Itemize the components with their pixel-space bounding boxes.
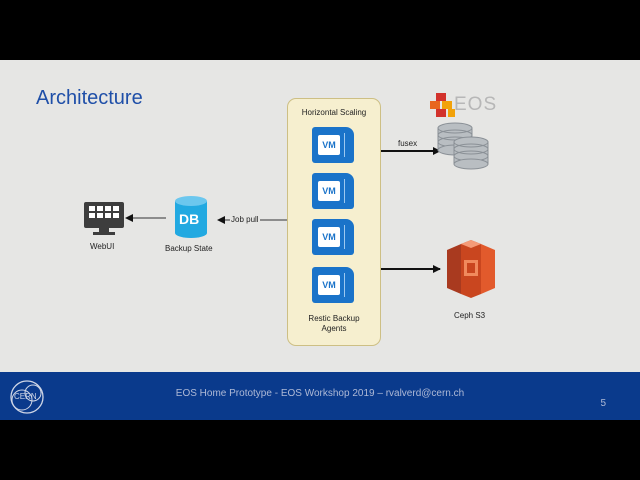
db-icon-text: DB: [179, 211, 200, 227]
page-number: 5: [600, 398, 606, 409]
restic-agents-label: Restic Backup Agents: [308, 314, 360, 333]
letterbox-bottom: [0, 420, 640, 480]
slide-title: Architecture: [36, 87, 143, 109]
s3-bucket-icon: [447, 240, 495, 298]
cern-logo-text: CERN: [14, 392, 37, 401]
ceph-s3-label: Ceph S3: [454, 311, 486, 320]
vm-icon: VM: [312, 267, 354, 303]
slide-footer: CERN EOS Home Prototype - EOS Workshop 2…: [0, 372, 640, 420]
slide: Architecture WebUI: [0, 60, 640, 420]
webui-node: WebUI: [80, 200, 128, 260]
vm-icon: VM: [312, 127, 354, 163]
storage-cluster-icon: [437, 122, 489, 170]
job-pull-label: Job pull: [230, 215, 260, 224]
monitor-icon: [84, 202, 124, 235]
eos-logo: EOS: [428, 90, 508, 120]
backup-state-label: Backup State: [165, 244, 213, 253]
vm-icon: VM: [312, 173, 354, 209]
vm-icon: VM: [312, 219, 354, 255]
horizontal-scaling-panel: Horizontal Scaling VM VM VM VM Restic Ba…: [287, 98, 381, 346]
webui-label: WebUI: [90, 242, 115, 251]
fusex-label: fusex: [398, 139, 418, 148]
eos-cube-icon: [430, 93, 455, 117]
database-icon: [175, 196, 207, 238]
backup-state-node: DB Backup State: [160, 196, 224, 258]
eos-logo-text: EOS: [454, 94, 498, 115]
footer-text: EOS Home Prototype - EOS Workshop 2019 –…: [175, 388, 465, 399]
cern-logo: [10, 380, 44, 414]
horizontal-scaling-label: Horizontal Scaling: [301, 108, 367, 117]
